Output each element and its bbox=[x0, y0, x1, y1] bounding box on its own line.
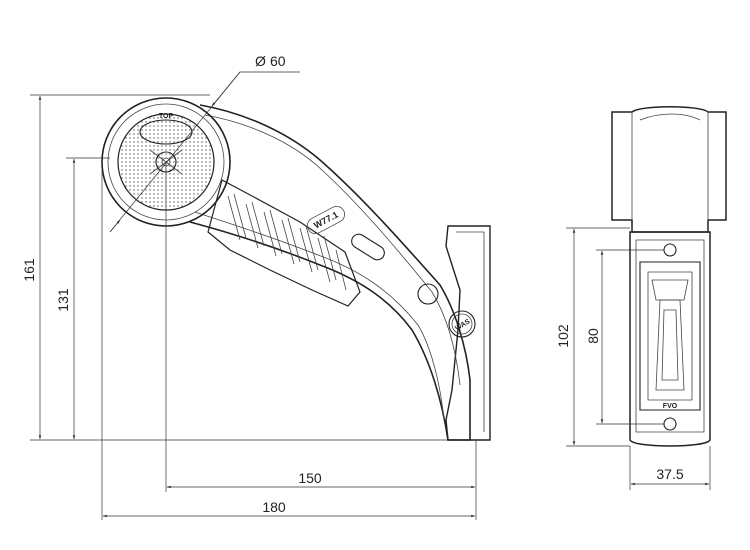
round-hole bbox=[417, 283, 439, 305]
mounting-base bbox=[445, 225, 491, 441]
width-inner-label: 150 bbox=[298, 470, 322, 486]
diameter-value: 60 bbox=[270, 53, 286, 69]
front-dimensions: Ø 60 161 131 150 180 bbox=[21, 53, 477, 520]
side-body bbox=[629, 231, 711, 447]
width-total-label: 180 bbox=[262, 499, 286, 515]
side-head bbox=[611, 106, 727, 233]
top-window bbox=[139, 119, 193, 145]
model-code-stamp: W77.1 bbox=[307, 205, 345, 235]
model-code-label: W77.1 bbox=[312, 209, 340, 230]
side-top-hole bbox=[663, 243, 677, 257]
vent-frame bbox=[207, 179, 361, 307]
vent-slats bbox=[227, 193, 347, 291]
brand-badge: WAS bbox=[448, 310, 476, 338]
side-bottom-hole bbox=[663, 417, 677, 431]
top-mark-label: TOP bbox=[159, 113, 174, 120]
height-inner-label: 131 bbox=[55, 288, 71, 312]
side-width-label: 37.5 bbox=[656, 466, 683, 482]
side-brand-label: FVO bbox=[663, 403, 678, 410]
height-total-label: 161 bbox=[21, 258, 37, 282]
diameter-symbol: Ø bbox=[255, 53, 266, 69]
side-hole-spacing-label: 80 bbox=[585, 328, 601, 344]
front-view: W77.1 WAS TOP bbox=[101, 97, 491, 441]
arm-outline bbox=[189, 104, 471, 441]
side-dimensions: 102 80 37.5 bbox=[555, 227, 711, 490]
side-view: FVO bbox=[611, 106, 727, 447]
side-height-label: 102 bbox=[555, 324, 571, 348]
oval-slot bbox=[351, 233, 385, 261]
